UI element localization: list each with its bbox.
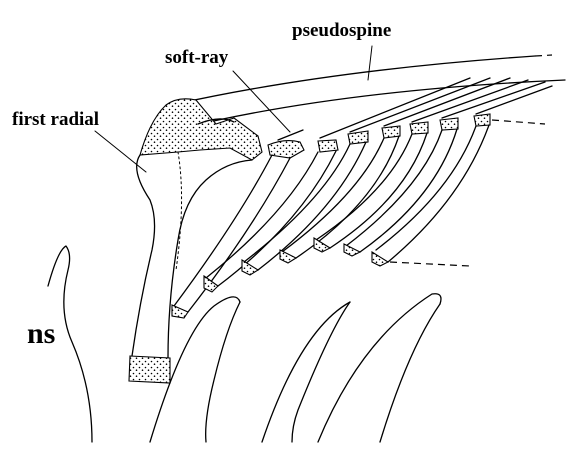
soft-ray-5 [314, 80, 528, 252]
first-radial-leader-line [95, 131, 146, 172]
soft-ray-2 [204, 78, 470, 292]
label-soft-ray: soft-ray [165, 47, 229, 68]
soft-ray-6 [344, 82, 545, 256]
label-pseudospine: pseudospine [292, 20, 391, 41]
label-ns: ns [27, 317, 55, 350]
pseudospine [176, 55, 565, 128]
neural-spines [48, 246, 441, 442]
soft-ray-leader-line [233, 71, 290, 132]
pseudospine-leader-line [368, 46, 372, 80]
label-first-radial: first radial [12, 109, 99, 130]
first-radial [129, 99, 262, 383]
soft-ray-1 [172, 130, 304, 318]
